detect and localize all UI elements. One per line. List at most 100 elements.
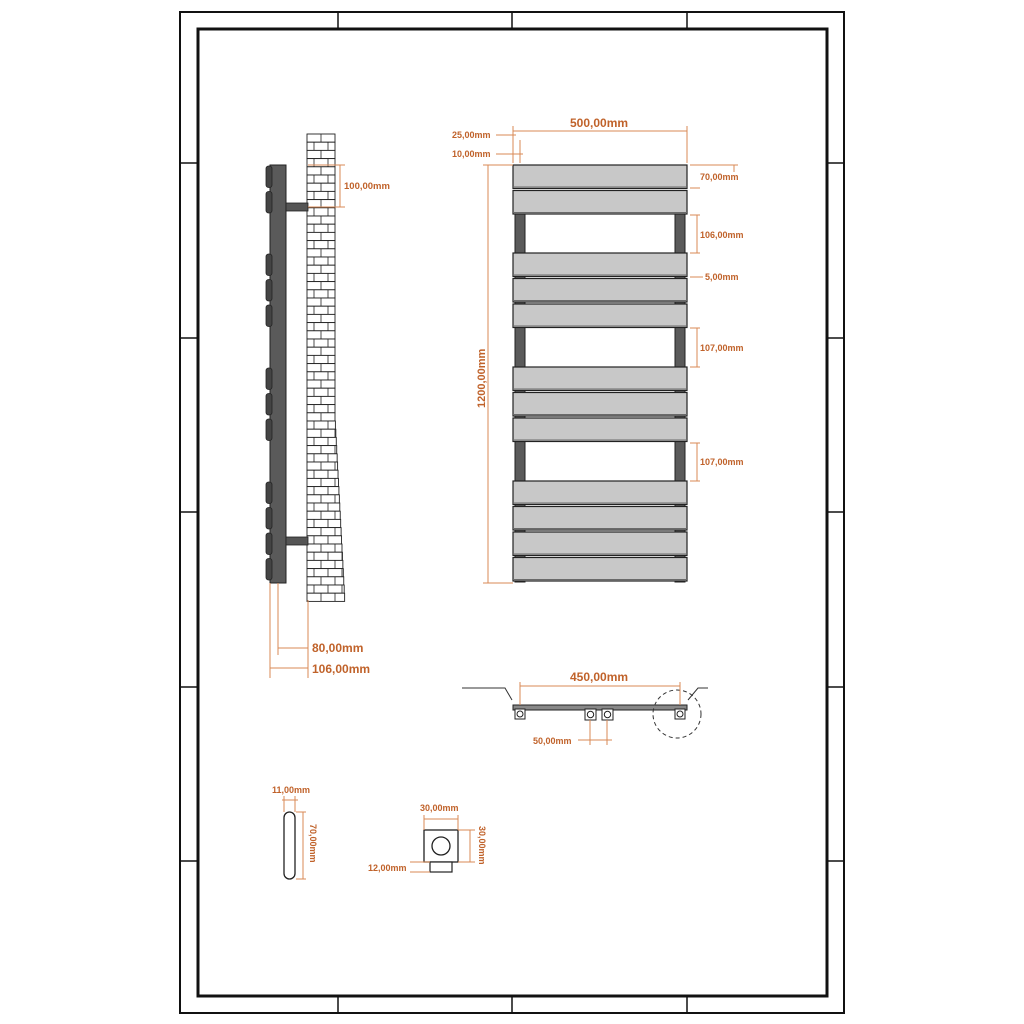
wall-course [306,141,336,151]
wall-course [306,584,345,594]
wall-course [306,223,336,233]
bottom-bar [512,704,688,711]
side-bar-end [265,165,273,188]
valve-port [431,836,451,856]
wall-course [306,387,336,397]
front-bar [512,556,688,582]
dim-front-width: 500,00mm [570,116,628,130]
front-bar [512,164,688,190]
side-bar-end [265,507,273,530]
wall-course [306,289,336,299]
wall-course [306,354,336,365]
dim-bottom-pipe: 50,00mm [533,736,572,746]
wall-course [306,404,336,414]
wall-course [306,453,338,463]
dim-front-offset-top: 25,00mm [452,130,491,140]
side-bar-end [265,367,273,390]
side-bar-end [265,481,273,504]
wall-course [306,445,338,455]
dim-valve-w: 30,00mm [420,803,459,813]
wall-course [306,477,339,488]
wall-course [306,420,336,430]
side-bracket-top [285,202,309,212]
side-bar-end [265,393,273,416]
wall-course [306,207,336,217]
bottom-pipe-right [601,708,614,721]
wall-course [306,469,339,479]
wall-course [306,305,336,315]
dim-side-depth-80: 80,00mm [312,641,363,655]
wall-course [306,502,341,512]
valve-detail: 30,00mm 30,00mm 12,00mm [368,803,487,873]
wall-course [306,527,342,537]
wall-course [306,535,343,545]
wall-course [306,158,336,168]
wall-course [306,568,344,578]
bar-section-shape [283,811,296,880]
front-bar [512,252,688,278]
wall-course [306,371,336,381]
dim-side-bracket: 100,00mm [344,181,390,192]
wall-course [306,461,339,471]
wall-course [306,174,336,184]
front-bar [512,277,688,303]
wall-course [306,543,343,553]
wall-course [306,551,343,561]
wall-course [306,494,340,504]
valve-pipe [429,861,453,873]
bottom-valve-right [674,708,686,720]
dim-bar-section-w: 11,00mm [272,785,310,795]
front-bar [512,480,688,506]
side-bar-end [265,191,273,214]
dim-side-depth-106: 106,00mm [312,662,370,676]
side-bar-end [265,558,273,581]
front-bar [512,189,688,215]
dim-gap-1: 106,00mm [700,230,744,240]
front-bar [512,505,688,531]
bottom-valve-left [514,708,526,720]
dim-bar-height: 70,00mm [700,172,739,182]
wall-course [306,322,336,332]
brick-wall [306,133,346,602]
front-view: 500,00mm 25,00mm 10,00mm 1200,00mm 70,00… [452,116,744,584]
bottom-view: 450,00mm 50,00mm [462,670,708,746]
dim-bar-gap: 5,00mm [705,272,739,282]
wall-course [306,592,346,602]
side-bracket-bottom [285,536,309,546]
dim-gap-3: 107,00mm [700,457,744,467]
dim-valve-pipe: 12,00mm [368,863,407,873]
wall-course [306,428,337,438]
front-bars [512,164,688,582]
wall-course [306,518,342,529]
side-bar-end [265,253,273,276]
side-bar-end [265,279,273,302]
wall-course [306,576,345,586]
wall-course [306,256,336,266]
wall-course [306,272,336,283]
drawing-frame [179,11,845,1014]
front-bar [512,417,688,443]
wall-course [306,338,336,348]
front-bar [512,391,688,417]
front-bar [512,303,688,329]
wall-course [306,486,340,496]
side-bar-end [265,304,273,327]
side-bar-end [265,418,273,441]
dim-front-offset-small: 10,00mm [452,149,491,159]
side-view: 100,00mm 80,00mm 106,00mm [265,133,390,678]
dim-bottom-width: 450,00mm [570,670,628,684]
bottom-pipe-left [584,708,597,721]
wall-course [306,436,337,447]
dim-gap-2: 107,00mm [700,343,744,353]
wall-course [306,240,336,250]
bar-cross-section: 11,00mm 70,00mm [272,785,318,880]
wall-course [306,190,336,201]
dim-valve-h: 30,00mm [477,826,487,865]
bottom-detail-circle [652,689,702,739]
front-bar [512,531,688,557]
side-bar-end [265,532,273,555]
dim-bar-section-h: 70,00mm [308,824,318,863]
front-bar [512,366,688,392]
side-bar-ends [265,165,273,581]
